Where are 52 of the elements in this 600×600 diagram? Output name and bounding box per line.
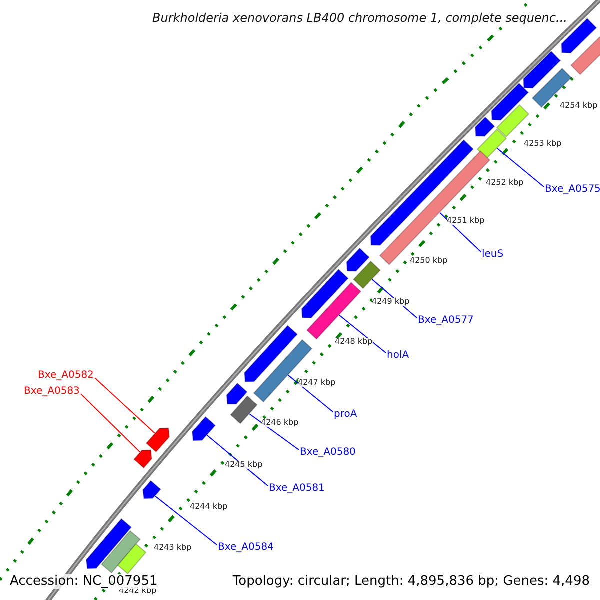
gene-label: holA <box>387 351 410 361</box>
gene-feature <box>117 543 147 575</box>
gene-feature <box>491 82 530 121</box>
leader-line <box>288 374 334 412</box>
gene-feature <box>301 268 349 318</box>
summary-text: Topology: circular; Length: 4,895,836 bp; Genes: 4,498 <box>230 574 592 589</box>
scale-label: 4253 kbp <box>524 140 562 148</box>
leader-line <box>440 212 482 252</box>
gene-label: Bxe_A0575 <box>545 185 600 195</box>
gene-label: Bxe_A0583 <box>24 387 80 397</box>
scale-label: 4254 kbp <box>560 102 598 110</box>
scale-label: 4249 kbp <box>372 298 410 306</box>
gene-label: Bxe_A0581 <box>269 484 325 494</box>
gene-feature <box>353 260 381 290</box>
gene-feature <box>523 50 562 89</box>
scale-label: 4251 kbp <box>447 217 485 225</box>
gene-feature <box>226 382 248 405</box>
gene-feature <box>142 480 162 500</box>
gene-feature <box>146 428 170 453</box>
leader-line <box>249 414 300 450</box>
gene-feature <box>133 450 152 469</box>
scale-label: 4246 kbp <box>261 419 299 427</box>
gene-feature <box>101 530 141 574</box>
gene-feature <box>476 128 508 160</box>
leader-line <box>94 378 156 434</box>
gene-feature <box>346 248 370 272</box>
gene-feature <box>475 116 496 137</box>
leader-line <box>155 496 218 546</box>
gene-label: leuS <box>482 250 504 260</box>
leader-line <box>338 314 386 354</box>
gene-feature <box>496 104 530 138</box>
gene-label: Bxe_A0580 <box>300 448 356 458</box>
gene-label: proA <box>334 410 358 420</box>
gene-feature <box>86 518 132 570</box>
scale-label: 4245 kbp <box>225 461 263 469</box>
leader-line <box>80 394 140 453</box>
scale-label: 4243 kbp <box>154 544 192 552</box>
gene-feature <box>570 36 600 76</box>
gene-feature <box>230 396 258 424</box>
scale-label: 4252 kbp <box>486 179 524 187</box>
scale-label: 4248 kbp <box>335 338 373 346</box>
gene-feature <box>244 325 298 382</box>
scale-label: 4247 kbp <box>298 379 336 387</box>
gene-label: Bxe_A0582 <box>38 371 94 381</box>
gene-label: Bxe_A0584 <box>218 543 274 553</box>
accession-text: Accession: NC_007951 <box>8 574 160 589</box>
gene-label: Bxe_A0577 <box>418 316 474 326</box>
leader-line <box>206 434 268 486</box>
scale-label: 4244 kbp <box>190 503 228 511</box>
gene-feature <box>192 416 216 442</box>
scale-label: 4250 kbp <box>410 257 448 265</box>
leader-line <box>496 148 544 188</box>
